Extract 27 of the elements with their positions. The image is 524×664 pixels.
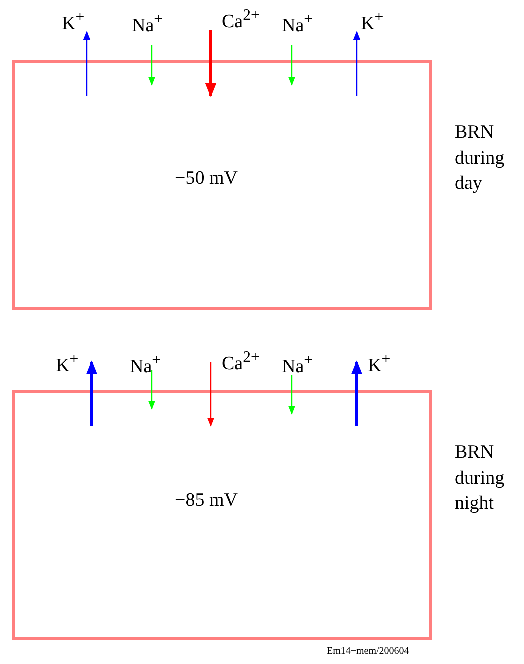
ion-flux-arrow	[288, 45, 296, 86]
ion-flux-arrow	[351, 360, 363, 426]
condition-label: BRN during day	[455, 121, 506, 196]
figure-id: Em14−mem/200604	[327, 646, 410, 657]
ion-label: K$^{+}$	[368, 352, 391, 376]
condition-label: BRN during night	[455, 441, 506, 516]
ion-label: Na$^{+}$	[282, 353, 314, 376]
membrane-potential: −50 mV	[175, 168, 238, 190]
ion-label: K$^{+}$	[56, 352, 79, 376]
cell-membrane-box	[12, 390, 432, 640]
ion-flux-arrow	[83, 31, 91, 96]
ion-flux-arrow	[148, 370, 156, 410]
ion-flux-arrow	[207, 362, 215, 427]
ion-label: K$^{+}$	[361, 10, 384, 34]
ion-label: Na$^{+}$	[130, 353, 162, 376]
ion-flux-arrow	[148, 45, 156, 86]
ion-flux-arrow	[205, 30, 217, 98]
ion-label: Ca$^{2+}$	[222, 350, 260, 374]
ion-label: Na$^{+}$	[132, 12, 164, 36]
ion-label: K$^{+}$	[62, 10, 85, 34]
ion-label: Ca$^{2+}$	[222, 8, 260, 32]
membrane-potential: −85 mV	[175, 490, 238, 512]
cell-membrane-box	[12, 60, 432, 310]
ion-flux-arrow	[86, 360, 98, 426]
ion-flux-arrow	[288, 375, 296, 415]
ion-label: Na$^{+}$	[282, 12, 314, 36]
ion-flux-arrow	[353, 31, 361, 96]
